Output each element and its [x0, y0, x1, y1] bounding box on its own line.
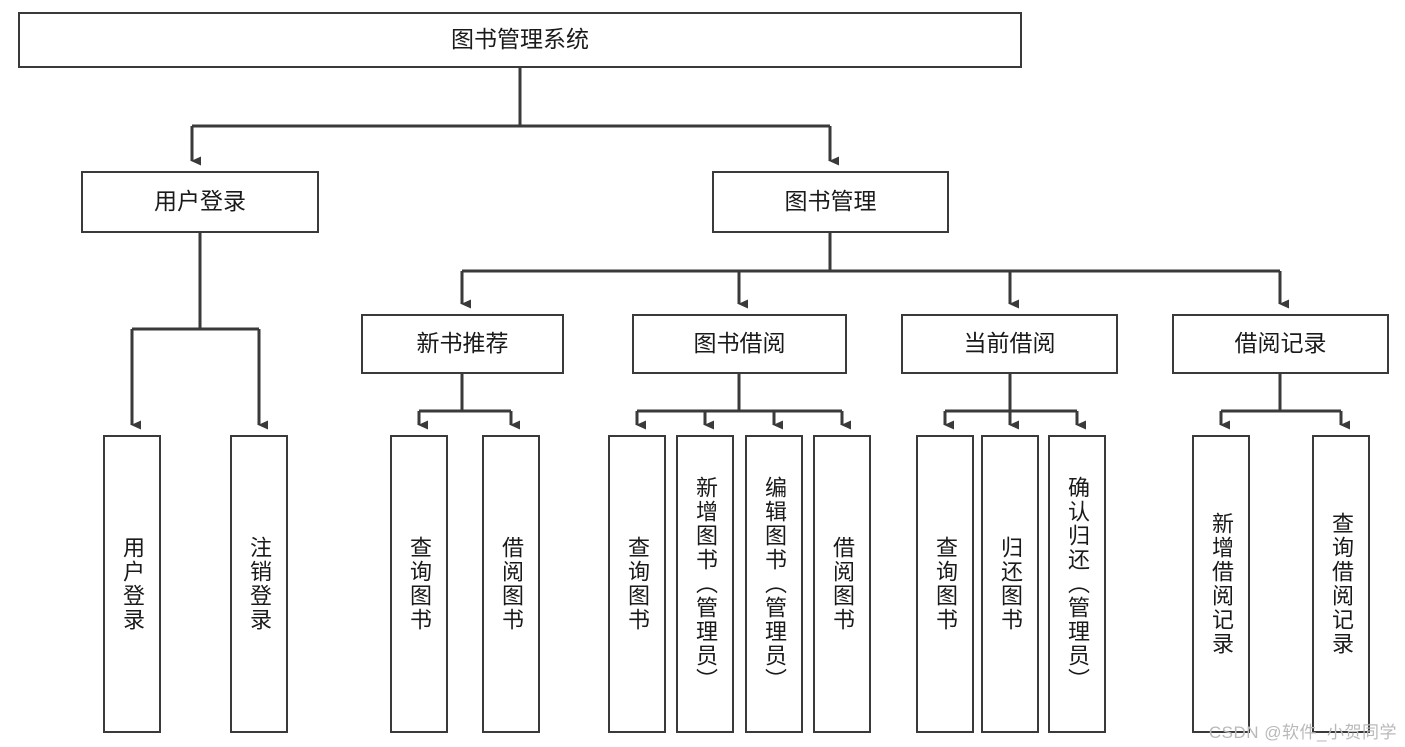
- node-book-borrow-label: 图书借阅: [693, 330, 786, 357]
- node-borrow-record-label: 借阅记录: [1234, 330, 1327, 357]
- node-leaf-add-book-admin[interactable]: 新增图书（管理员）: [676, 435, 734, 733]
- node-leaf-user-login[interactable]: 用户登录: [103, 435, 161, 733]
- node-borrow-record[interactable]: 借阅记录: [1172, 314, 1389, 374]
- node-leaf-add-book-admin-label: 新增图书（管理员）: [693, 476, 718, 692]
- node-leaf-return-book[interactable]: 归还图书: [981, 435, 1039, 733]
- node-leaf-query-book-current-label: 查询图书: [933, 536, 958, 632]
- node-user-login[interactable]: 用户登录: [81, 171, 319, 233]
- node-leaf-confirm-return-admin[interactable]: 确认归还（管理员）: [1048, 435, 1106, 733]
- node-leaf-query-book-borrow[interactable]: 查询图书: [608, 435, 666, 733]
- node-new-book-recommend[interactable]: 新书推荐: [361, 314, 564, 374]
- node-user-login-label: 用户登录: [154, 188, 246, 215]
- node-root-label: 图书管理系统: [451, 26, 589, 53]
- node-book-borrow[interactable]: 图书借阅: [632, 314, 847, 374]
- node-leaf-user-login-label: 用户登录: [120, 536, 145, 632]
- node-leaf-confirm-return-admin-label: 确认归还（管理员）: [1065, 476, 1090, 692]
- node-leaf-add-borrow-record-label: 新增借阅记录: [1209, 512, 1234, 656]
- node-current-borrow[interactable]: 当前借阅: [901, 314, 1118, 374]
- node-root[interactable]: 图书管理系统: [18, 12, 1022, 68]
- node-current-borrow-label: 当前借阅: [963, 330, 1056, 357]
- node-leaf-edit-book-admin[interactable]: 编辑图书（管理员）: [745, 435, 803, 733]
- node-leaf-return-book-label: 归还图书: [998, 536, 1023, 632]
- node-leaf-query-book-newbook[interactable]: 查询图书: [390, 435, 448, 733]
- node-leaf-logout-label: 注销登录: [247, 536, 272, 632]
- node-new-book-recommend-label: 新书推荐: [416, 330, 509, 357]
- node-leaf-logout[interactable]: 注销登录: [230, 435, 288, 733]
- node-book-management[interactable]: 图书管理: [712, 171, 949, 233]
- node-leaf-borrow-book-newbook-label: 借阅图书: [499, 536, 524, 632]
- node-leaf-query-book-newbook-label: 查询图书: [407, 536, 432, 632]
- watermark-text: CSDN @软件_小贺同学: [1208, 723, 1397, 742]
- node-book-management-label: 图书管理: [784, 188, 877, 215]
- node-leaf-query-book-current[interactable]: 查询图书: [916, 435, 974, 733]
- node-leaf-query-borrow-record-label: 查询借阅记录: [1329, 512, 1354, 656]
- node-leaf-query-book-borrow-label: 查询图书: [625, 536, 650, 632]
- node-leaf-borrow-book-borrow-label: 借阅图书: [830, 536, 855, 632]
- node-leaf-edit-book-admin-label: 编辑图书（管理员）: [762, 476, 787, 692]
- node-leaf-add-borrow-record[interactable]: 新增借阅记录: [1192, 435, 1250, 733]
- node-leaf-query-borrow-record[interactable]: 查询借阅记录: [1312, 435, 1370, 733]
- node-leaf-borrow-book-borrow[interactable]: 借阅图书: [813, 435, 871, 733]
- node-leaf-borrow-book-newbook[interactable]: 借阅图书: [482, 435, 540, 733]
